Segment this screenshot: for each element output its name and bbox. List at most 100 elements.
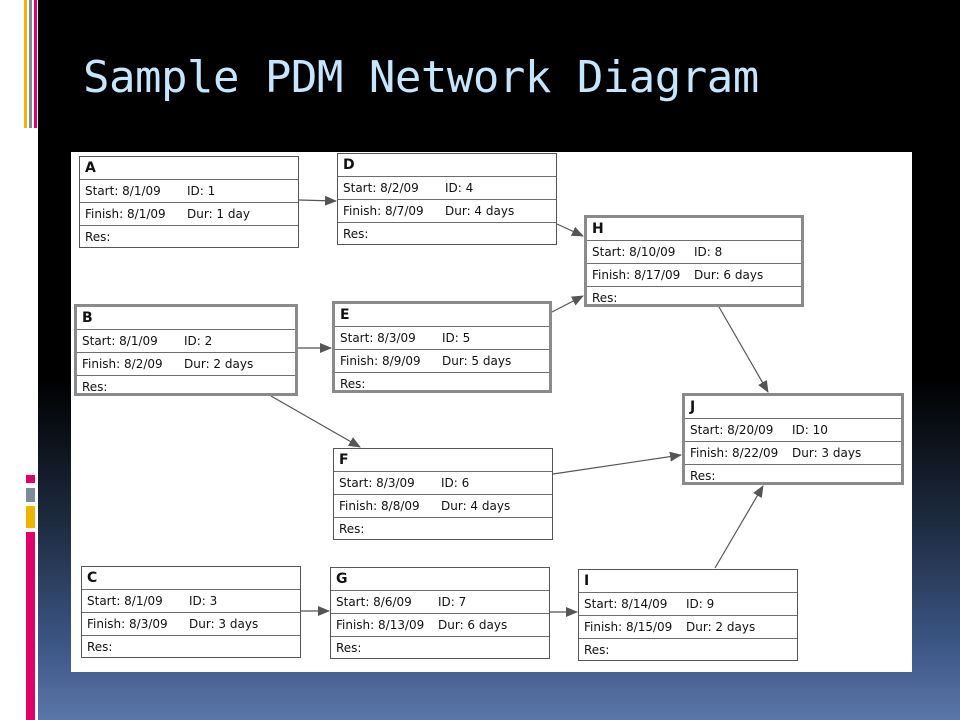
activity-node-d: D Start: 8/2/09 ID: 4 Finish: 8/7/09 Dur: 4 …	[337, 153, 557, 245]
finish-row-value: Finish: 8/17/09	[592, 268, 681, 282]
arrow-h-to-j	[718, 306, 769, 393]
activity-name: D	[338, 154, 556, 177]
finish-row-secondary: Dur: 4 days	[445, 204, 515, 218]
finish-row-secondary: Dur: 6 days	[694, 268, 764, 282]
finish-row-value: Finish: 8/7/09	[343, 204, 424, 218]
finish-row-secondary: Dur: 5 days	[442, 354, 512, 368]
activity-name: I	[579, 570, 797, 593]
decoration-side-squares	[26, 475, 35, 720]
slide-title: Sample PDM Network Diagram	[83, 52, 759, 103]
finish-row-secondary: Dur: 3 days	[189, 617, 259, 631]
activity-name: H	[587, 218, 801, 241]
res-row: Res:	[587, 287, 801, 309]
start-row-secondary: ID: 6	[441, 476, 470, 490]
arrow-b-to-f	[270, 395, 361, 448]
start-row: Start: 8/3/09 ID: 5	[335, 327, 549, 350]
res-row: Res:	[579, 639, 797, 661]
finish-row-secondary: Dur: 2 days	[686, 620, 756, 634]
finish-row: Finish: 8/9/09 Dur: 5 days	[335, 350, 549, 373]
finish-row-value: Finish: 8/2/09	[82, 357, 163, 371]
finish-row-value: Finish: 8/13/09	[336, 618, 425, 632]
start-row-value: Start: 8/10/09	[592, 245, 676, 259]
activity-name: E	[335, 304, 549, 327]
res-row-value: Res:	[584, 643, 610, 657]
finish-row: Finish: 8/3/09 Dur: 3 days	[82, 613, 300, 636]
activity-node-e: E Start: 8/3/09 ID: 5 Finish: 8/9/09 Dur: 5 …	[332, 301, 552, 393]
start-row-value: Start: 8/20/09	[690, 423, 774, 437]
finish-row-secondary: Dur: 6 days	[438, 618, 508, 632]
res-row-value: Res:	[343, 227, 369, 241]
arrow-a-to-d	[298, 195, 337, 206]
res-row-value: Res:	[592, 291, 618, 305]
start-row-secondary: ID: 10	[792, 423, 828, 437]
start-row: Start: 8/6/09 ID: 7	[331, 591, 549, 614]
finish-row-secondary: Dur: 3 days	[792, 446, 862, 460]
res-row-value: Res:	[690, 469, 716, 483]
start-row-secondary: ID: 2	[184, 334, 213, 348]
finish-row-secondary: Dur: 1 day	[187, 207, 250, 221]
start-row-secondary: ID: 8	[694, 245, 723, 259]
arrow-d-to-h	[556, 223, 584, 237]
finish-row: Finish: 8/7/09 Dur: 4 days	[338, 200, 556, 223]
activity-name: C	[82, 567, 300, 590]
start-row-value: Start: 8/1/09	[82, 334, 158, 348]
start-row-secondary: ID: 5	[442, 331, 471, 345]
activity-name: B	[77, 307, 295, 330]
activity-name: J	[685, 396, 901, 419]
activity-name: G	[331, 568, 549, 591]
arrow-e-to-h	[551, 295, 584, 313]
start-row-value: Start: 8/3/09	[340, 331, 416, 345]
start-row-secondary: ID: 7	[438, 595, 467, 609]
activity-node-c: C Start: 8/1/09 ID: 3 Finish: 8/3/09 Dur: 3 …	[81, 566, 301, 658]
start-row-value: Start: 8/2/09	[343, 181, 419, 195]
res-row: Res:	[77, 376, 295, 398]
finish-row-value: Finish: 8/9/09	[340, 354, 421, 368]
res-row-value: Res:	[82, 380, 108, 394]
activity-name: A	[80, 157, 298, 180]
start-row-value: Start: 8/1/09	[87, 594, 163, 608]
activity-name: F	[334, 449, 552, 472]
res-row-value: Res:	[339, 522, 365, 536]
activity-node-h: H Start: 8/10/09 ID: 8 Finish: 8/17/09 Dur: …	[584, 215, 804, 307]
finish-row-value: Finish: 8/15/09	[584, 620, 673, 634]
start-row-value: Start: 8/1/09	[85, 184, 161, 198]
start-row-secondary: ID: 3	[189, 594, 218, 608]
start-row-secondary: ID: 4	[445, 181, 474, 195]
finish-row-value: Finish: 8/3/09	[87, 617, 168, 631]
res-row: Res:	[334, 518, 552, 540]
res-row-value: Res:	[336, 641, 362, 655]
res-row: Res:	[335, 373, 549, 395]
dependency-arrows	[270, 195, 769, 617]
activity-node-g: G Start: 8/6/09 ID: 7 Finish: 8/13/09 Dur: 6…	[330, 567, 550, 659]
start-row-secondary: ID: 9	[686, 597, 715, 611]
start-row: Start: 8/10/09 ID: 8	[587, 241, 801, 264]
decoration-top-bars	[24, 0, 37, 128]
slide-decoration	[24, 0, 37, 720]
start-row-value: Start: 8/6/09	[336, 595, 412, 609]
res-row: Res:	[685, 465, 901, 487]
finish-row-secondary: Dur: 4 days	[441, 499, 511, 513]
res-row: Res:	[331, 637, 549, 659]
start-row: Start: 8/1/09 ID: 3	[82, 590, 300, 613]
finish-row-value: Finish: 8/8/09	[339, 499, 420, 513]
start-row: Start: 8/2/09 ID: 4	[338, 177, 556, 200]
finish-row: Finish: 8/13/09 Dur: 6 days	[331, 614, 549, 637]
res-row-value: Res:	[340, 377, 366, 391]
start-row: Start: 8/1/09 ID: 2	[77, 330, 295, 353]
arrow-i-to-j	[714, 485, 764, 569]
finish-row: Finish: 8/17/09 Dur: 6 days	[587, 264, 801, 287]
res-row-value: Res:	[85, 230, 111, 244]
arrow-f-to-j	[552, 451, 682, 475]
